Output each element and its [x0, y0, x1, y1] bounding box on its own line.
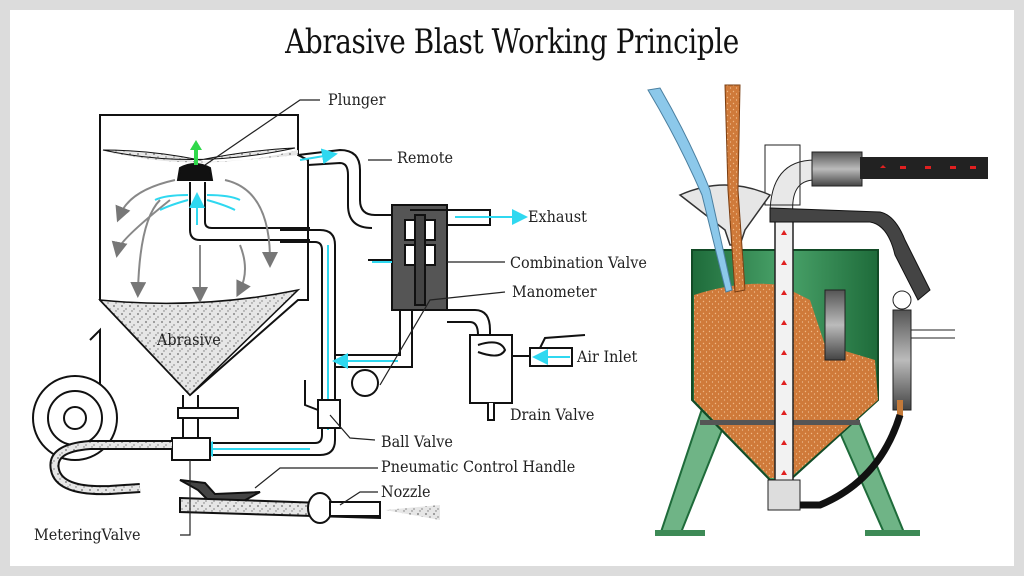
- label-manometer: Manometer: [512, 282, 597, 301]
- nozzle-coupling: [307, 492, 333, 524]
- label-abrasive: Abrasive: [157, 330, 221, 349]
- diagram-title: Abrasive Blast Working Principle: [285, 22, 739, 62]
- ball-valve: [317, 399, 341, 429]
- pressure-gauge: [892, 290, 912, 310]
- label-combination-valve: Combination Valve: [510, 253, 647, 272]
- nozzle: [329, 501, 381, 517]
- manometer-gauge: [351, 369, 379, 397]
- drain-valve: [487, 403, 495, 421]
- abrasive-fill: [98, 288, 301, 397]
- water-stream: [647, 87, 733, 293]
- left-schematic: [32, 99, 586, 536]
- plunger: [176, 163, 214, 181]
- label-nozzle: Nozzle: [381, 482, 431, 501]
- label-plunger: Plunger: [328, 90, 386, 109]
- outlet-hose: [860, 157, 988, 179]
- label-remote: Remote: [397, 148, 453, 167]
- riser-tube: [774, 214, 794, 506]
- label-air-inlet: Air Inlet: [577, 347, 638, 366]
- label-drain-valve: Drain Valve: [510, 405, 595, 424]
- control-line-hose: [800, 413, 904, 509]
- label-exhaust: Exhaust: [528, 207, 587, 226]
- water-separator: [469, 334, 513, 404]
- lever-handle: [769, 207, 931, 301]
- pneumatic-control-handle: [179, 479, 261, 506]
- abrasive-stream: [724, 84, 746, 293]
- funnel: [678, 184, 772, 246]
- label-ball-valve: Ball Valve: [381, 432, 453, 451]
- right-illustration: [647, 84, 988, 536]
- metering-valve: [171, 437, 211, 461]
- label-metering-valve: MeteringValve: [34, 525, 141, 544]
- label-pneumatic-control-handle: Pneumatic Control Handle: [381, 457, 576, 476]
